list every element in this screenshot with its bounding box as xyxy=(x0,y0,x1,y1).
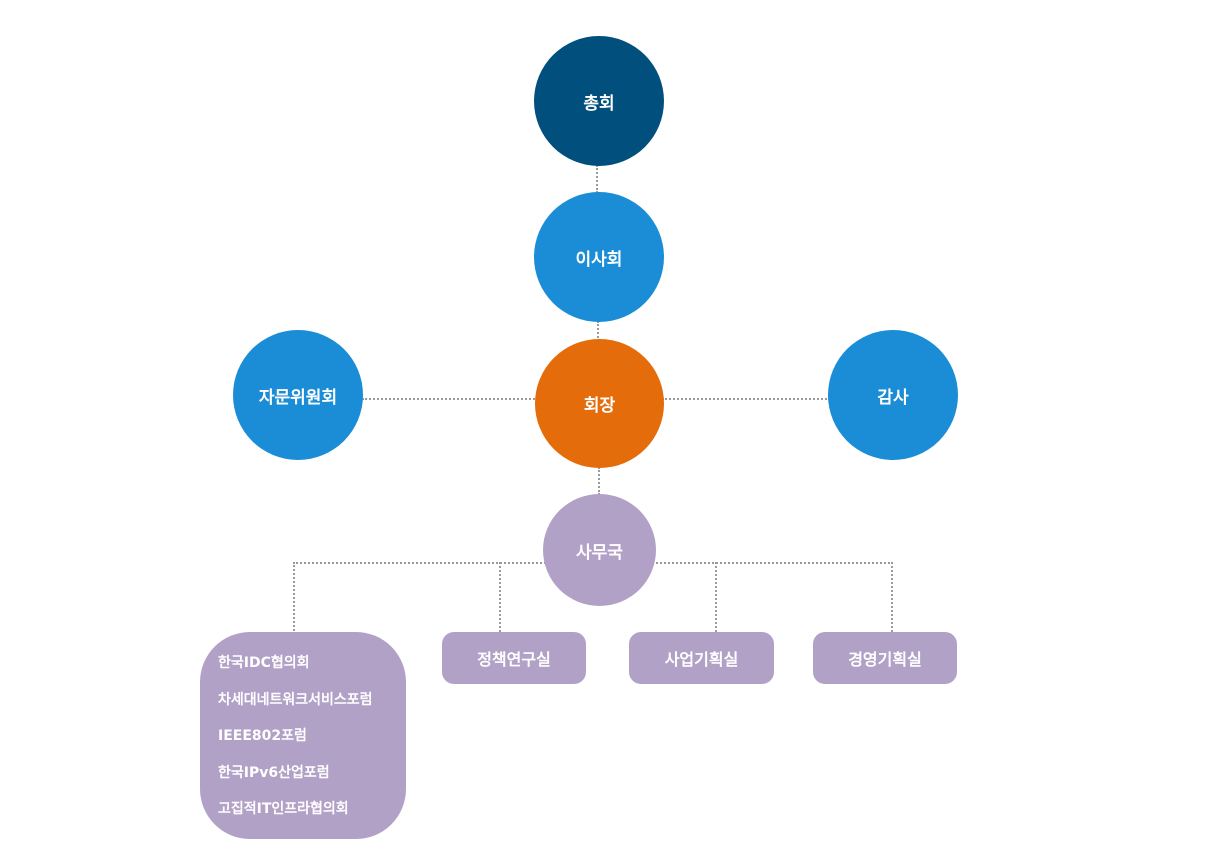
affiliate-item: 고집적IT인프라협의회 xyxy=(218,801,349,817)
dept-label: 경영기획실 xyxy=(848,650,922,669)
connector xyxy=(499,562,501,632)
node-advisory: 자문위원회 xyxy=(233,330,363,460)
node-label: 이사회 xyxy=(575,249,623,270)
connector xyxy=(596,165,598,193)
affiliate-item: IEEE802포럼 xyxy=(218,728,307,744)
affiliate-item: 차세대네트워크서비스포럼 xyxy=(218,691,373,708)
dept-business-planning: 사업기획실 xyxy=(629,632,774,684)
node-board: 이사회 xyxy=(534,192,664,322)
dept-label: 사업기획실 xyxy=(664,650,739,669)
node-label: 회장 xyxy=(583,396,616,416)
affiliates-box: 한국IDC협의회 차세대네트워크서비스포럼 IEEE802포럼 한국IPv6산업… xyxy=(200,632,406,839)
node-secretariat: 사무국 xyxy=(543,494,656,606)
node-audit: 감사 xyxy=(828,330,958,460)
node-label: 사무국 xyxy=(576,542,623,563)
connector xyxy=(293,562,295,634)
dept-management-planning: 경영기획실 xyxy=(813,632,957,684)
node-general-assembly: 총회 xyxy=(534,36,664,166)
connector xyxy=(662,398,830,400)
node-label: 총회 xyxy=(583,93,615,114)
node-label: 자문위원회 xyxy=(258,387,338,408)
connector xyxy=(715,562,717,632)
dept-policy-research: 정책연구실 xyxy=(442,632,586,684)
node-label: 감사 xyxy=(877,387,909,408)
dept-label: 정책연구실 xyxy=(477,650,551,669)
connector xyxy=(597,321,599,341)
connector xyxy=(891,562,893,632)
affiliate-item: 한국IDC협의회 xyxy=(218,655,310,671)
node-president: 회장 xyxy=(535,339,664,468)
connector xyxy=(362,398,538,400)
connector xyxy=(598,467,600,495)
affiliate-item: 한국IPv6산업포럼 xyxy=(218,764,330,781)
